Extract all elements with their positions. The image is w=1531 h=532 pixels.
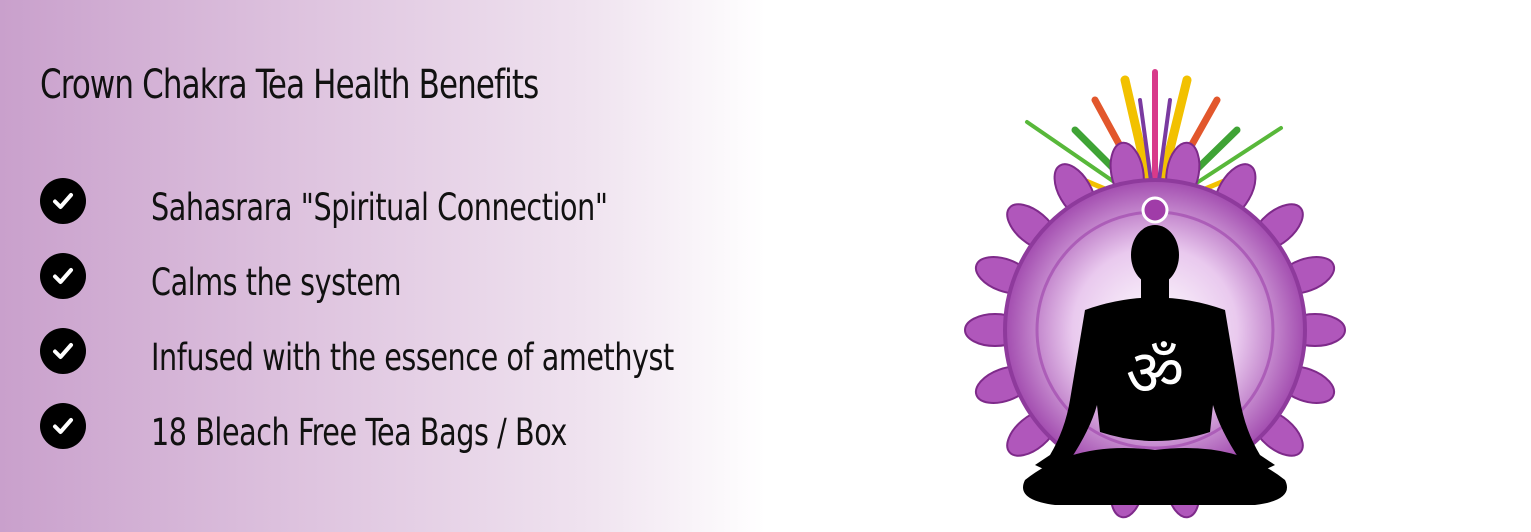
benefit-label: 18 Bleach Free Tea Bags / Box <box>151 411 567 454</box>
benefit-label: Sahasrara "Spiritual Connection" <box>151 186 608 229</box>
meditating-figure <box>1023 225 1287 505</box>
om-symbol: ॐ <box>1126 337 1184 411</box>
check-circle-icon <box>40 403 86 449</box>
check-circle-icon <box>40 178 86 224</box>
benefit-label: Calms the system <box>151 261 402 304</box>
list-item: Calms the system <box>40 253 759 328</box>
check-circle-icon <box>40 253 86 299</box>
list-item: Infused with the essence of amethyst <box>40 328 759 403</box>
benefit-label: Infused with the essence of amethyst <box>151 336 674 379</box>
page-title: Crown Chakra Tea Health Benefits <box>40 62 539 108</box>
list-item: Sahasrara "Spiritual Connection" <box>40 178 759 253</box>
list-item: 18 Bleach Free Tea Bags / Box <box>40 403 759 478</box>
crown-chakra-meditation-icon: ॐ <box>964 69 1346 519</box>
check-circle-icon <box>40 328 86 374</box>
benefits-list: Sahasrara "Spiritual Connection" Calms t… <box>40 178 759 478</box>
